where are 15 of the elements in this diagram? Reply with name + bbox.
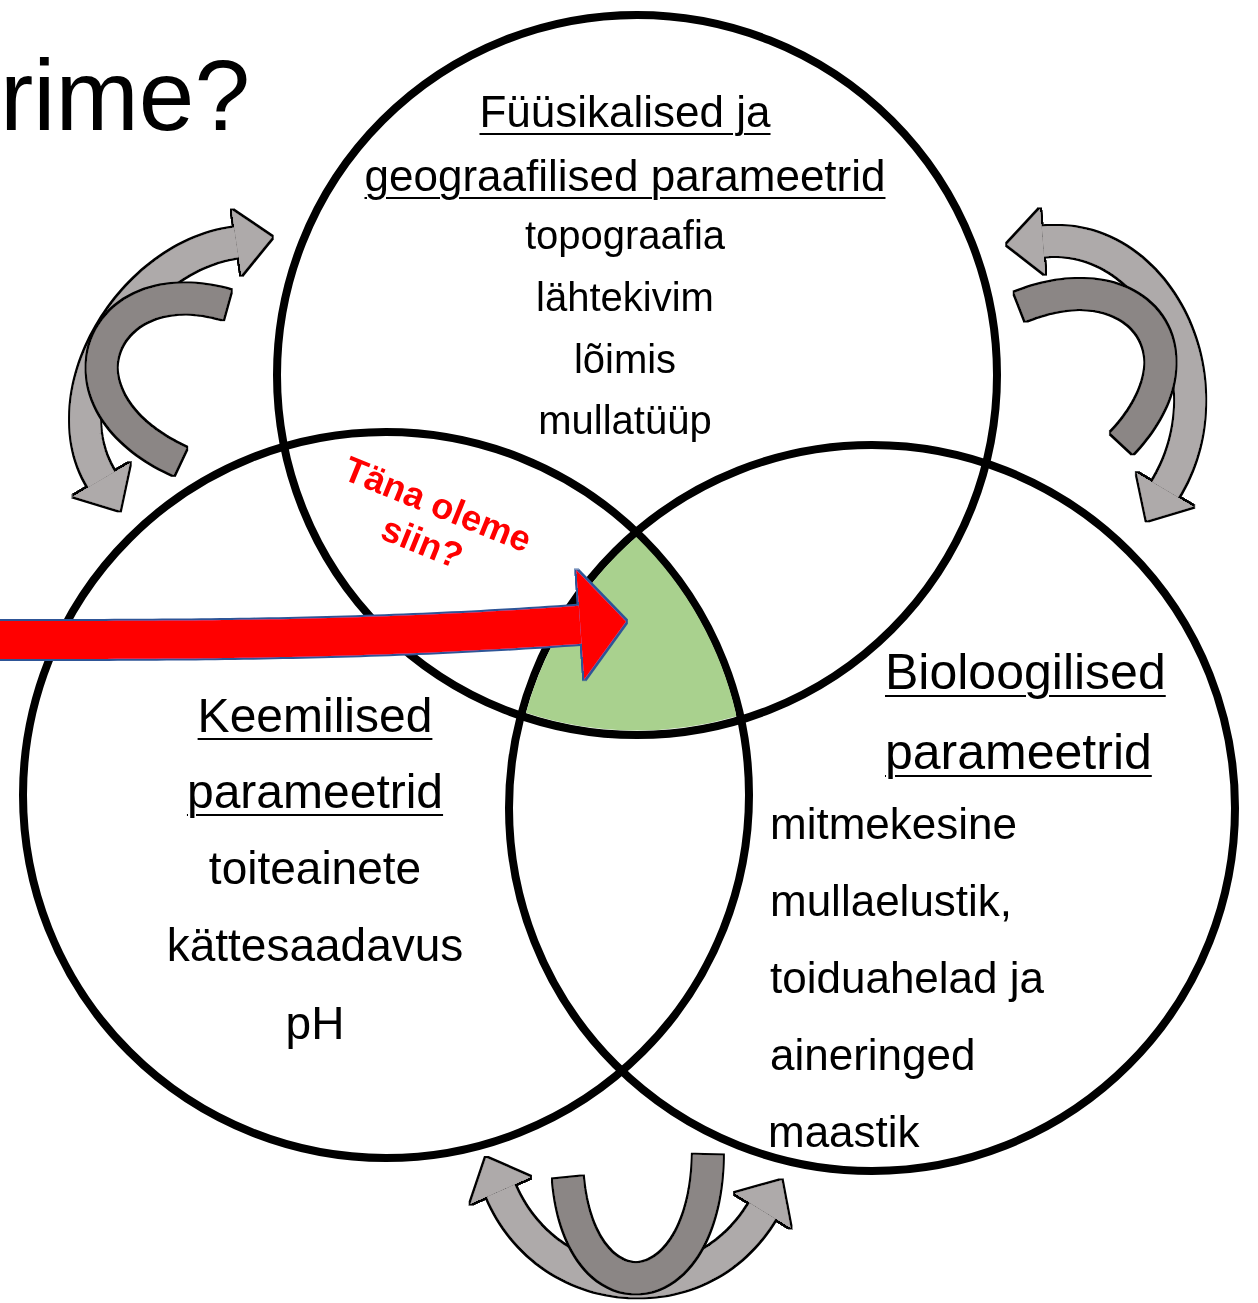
parameter-text: topograafia	[523, 212, 727, 259]
title-text: rime?	[0, 40, 251, 150]
annotation-text: Täna oleme siin?	[337, 446, 539, 580]
parameter-text: lõimis	[572, 336, 678, 383]
parameter-text: pH	[284, 996, 346, 1051]
parameter-text: maastik	[768, 1106, 921, 1158]
circle-heading: Keemilised parameetrid	[185, 688, 445, 820]
curved-arrow	[70, 209, 272, 511]
curved-arrow	[470, 1157, 791, 1298]
circle-heading: Füüsikalised ja geograafilised parameetrid	[363, 86, 887, 202]
circle-heading: Bioloogilised parameetrid	[885, 643, 1167, 782]
parameter-text: lähtekivim	[535, 274, 715, 321]
curved-arrow	[1007, 208, 1206, 521]
curved-arrow	[0, 569, 627, 680]
parameter-text: mullatüüp	[537, 397, 713, 444]
